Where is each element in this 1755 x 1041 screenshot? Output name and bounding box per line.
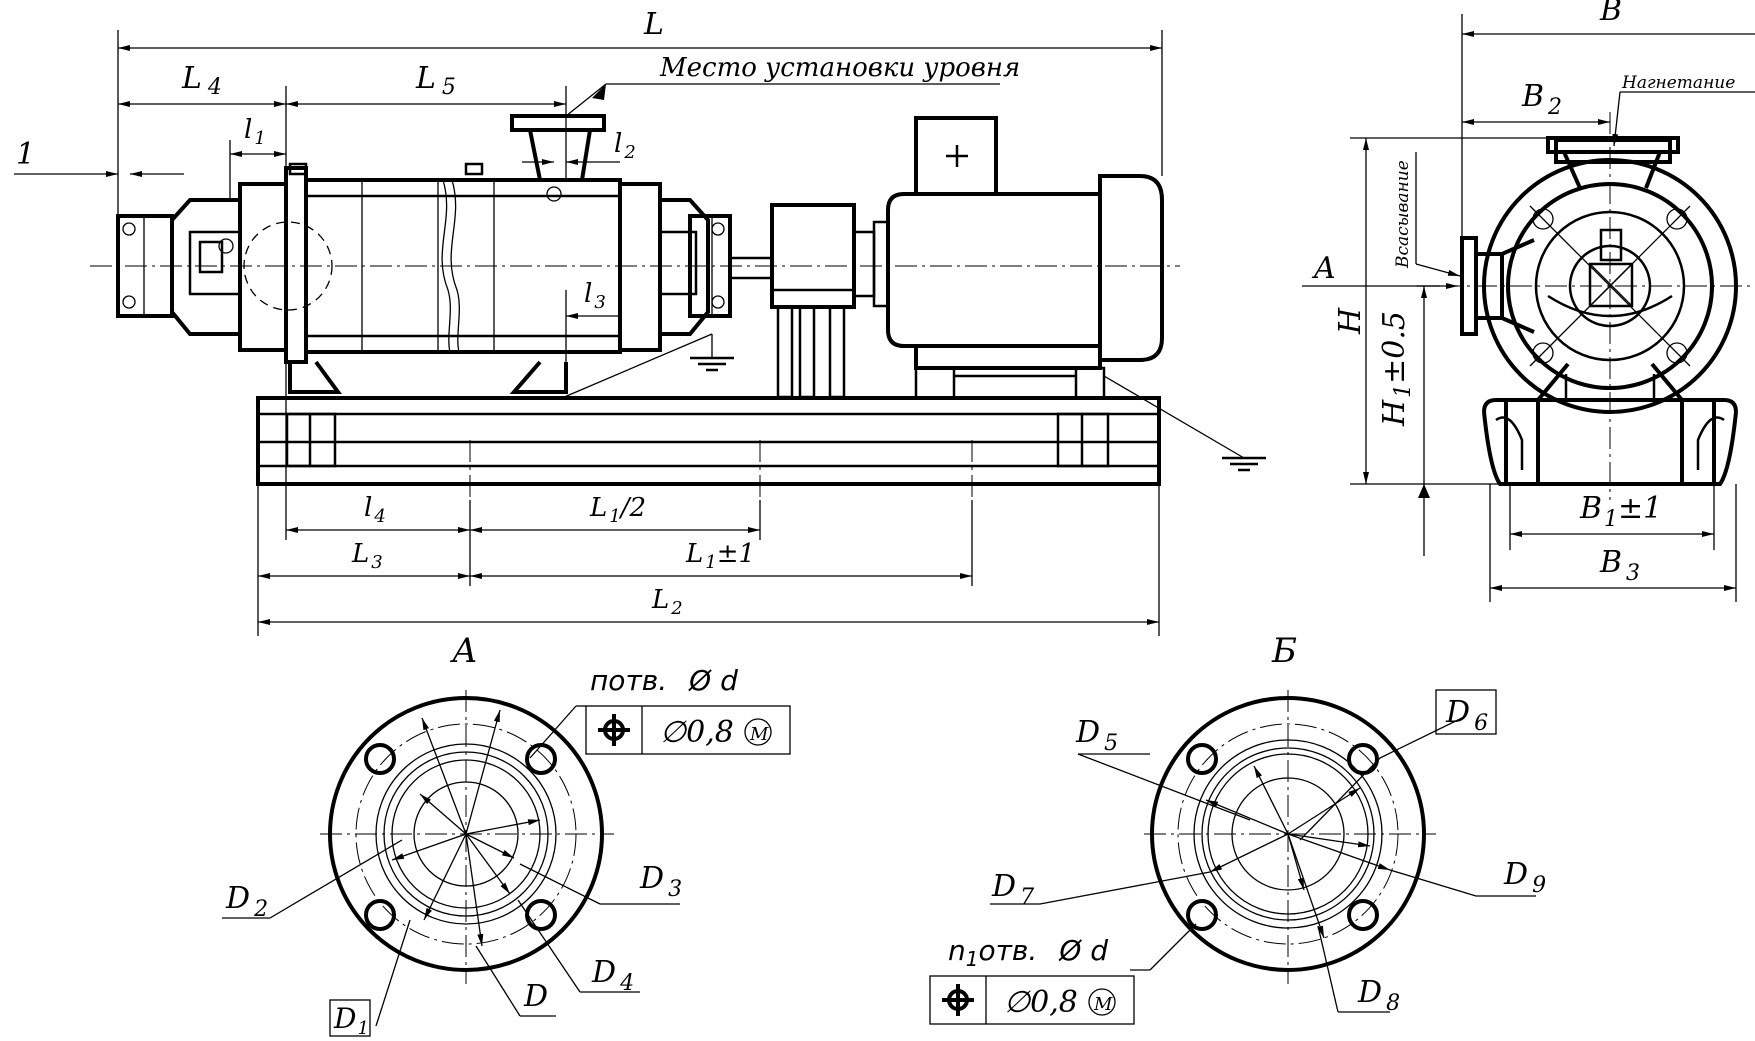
flange-b-tolerance-value: ∅0,8 xyxy=(1004,985,1078,1020)
flange-a-D1: D1 xyxy=(333,1002,369,1039)
base-frame xyxy=(256,396,1161,486)
dim-B1: B1±1 xyxy=(1579,491,1662,532)
marker-one: 1 xyxy=(16,137,35,172)
level-note: Место установки уровня xyxy=(659,53,1020,83)
flange-a-tolerance-modifier: M xyxy=(749,724,769,745)
dim-B: B xyxy=(1599,0,1622,28)
suction-label: Всасывание xyxy=(1393,160,1413,269)
flange-a-tolerance-frame: ∅0,8 M xyxy=(585,705,791,755)
flange-b-title: Б xyxy=(1271,631,1297,671)
flange-a-tolerance-value: ∅0,8 xyxy=(660,715,734,750)
ground-symbol-frame xyxy=(1103,375,1266,472)
flange-b-tolerance-modifier: M xyxy=(1093,994,1113,1015)
pump-casing xyxy=(116,114,732,394)
discharge-label: Нагнетание xyxy=(1621,73,1735,93)
view-arrow-A: A xyxy=(1311,251,1336,286)
ground-symbol-pump xyxy=(561,333,734,399)
dim-L: L xyxy=(643,7,664,42)
coupling-and-motor xyxy=(728,116,1164,400)
flange-a-holes-note: потв.Ø d xyxy=(590,664,738,697)
flange-a-title: А xyxy=(450,631,478,671)
flange-b-tolerance-frame: ∅0,8 M xyxy=(929,975,1135,1025)
flange-a-D: D xyxy=(523,979,548,1014)
dim-H: H xyxy=(1333,307,1368,335)
front-view: L L4 L5 Место установки уровня l1 1 l2 l… xyxy=(14,7,1266,636)
flange-b-holes-note: n1отв.Ø d xyxy=(948,934,1108,971)
dim-H1: H1±0.5 xyxy=(1377,311,1416,427)
